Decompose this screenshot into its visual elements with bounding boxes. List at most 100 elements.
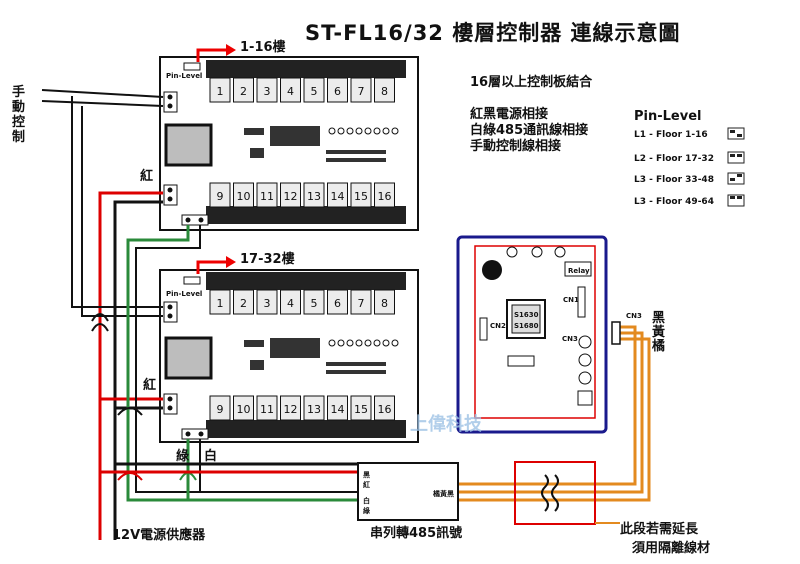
relay-block (374, 289, 395, 315)
converter-port-label-black: 黑 (363, 470, 370, 479)
label-extension-1: 此段若需延長 (620, 521, 699, 537)
dip-switch-icon (183, 62, 201, 71)
relay-number: 6 (334, 297, 341, 310)
relay-block (209, 77, 231, 103)
label-manual-3: 控 (12, 114, 25, 130)
label-power-supply: 12V電源供應器 (112, 527, 206, 543)
relay-block (256, 182, 278, 208)
converter-port-label-red: 紅 (363, 480, 370, 489)
relay-block (209, 289, 231, 315)
relay-number: 2 (240, 297, 247, 310)
relay-number: 7 (358, 85, 365, 98)
relay-number: 3 (264, 297, 271, 310)
label-wire-color-1: 黑 (652, 311, 665, 326)
label-manual-2: 動 (12, 99, 25, 115)
pin-level-table: Pin-Level L1 - Floor 1-16 L2 - Floor 17-… (634, 109, 745, 207)
label-wire-color-2: 黃 (651, 324, 665, 340)
converter-port-label-green: 綠 (363, 506, 371, 515)
floor-range-label-board-2: 17-32樓 (240, 251, 295, 267)
note-power: 紅黑電源相接 (470, 106, 548, 122)
relay-number: 2 (240, 85, 247, 98)
isolation-zone-box (514, 461, 596, 525)
converter-out-label: 橘黃黑 (432, 489, 454, 498)
relay-number: 8 (381, 297, 388, 310)
relay-block (327, 395, 348, 421)
chip-label-2: S1680 (514, 322, 539, 330)
relay-block (327, 182, 348, 208)
chip-label-1: S1630 (514, 311, 539, 319)
relay-number: 4 (287, 85, 294, 98)
relay-block (374, 182, 395, 208)
pin-level-row-1: L1 - Floor 1-16 (634, 130, 708, 140)
relay-number: 15 (354, 190, 368, 203)
elevator-panel-board: Relay S1630 S1680 CN1 CN2 CN3 CN3 (456, 235, 642, 434)
relay-block (350, 289, 372, 315)
cn3-label-ext: CN3 (626, 312, 642, 320)
relay-number: 16 (378, 190, 392, 203)
relay-block (280, 77, 301, 103)
relay-block (209, 182, 231, 208)
page-title: ST-FL16/32 樓層控制器 連線示意圖 (305, 21, 681, 45)
relay-number: 4 (287, 297, 294, 310)
relay-number: 9 (217, 403, 224, 416)
relay-block (327, 77, 348, 103)
relay-block (280, 182, 301, 208)
manual-terminal-icon (163, 91, 178, 113)
break-symbol-icon (541, 474, 549, 512)
power-terminal-icon (163, 184, 178, 206)
relay-number: 8 (381, 85, 388, 98)
manual-terminal-icon (163, 301, 178, 323)
relay-block (374, 395, 395, 421)
relay-number: 16 (378, 403, 392, 416)
relay-block (327, 289, 348, 315)
relay-block (303, 289, 325, 315)
relay-number: 6 (334, 85, 341, 98)
relay-number: 14 (331, 403, 345, 416)
cn2-label: CN2 (490, 322, 506, 330)
relay-block (233, 77, 254, 103)
relay-number: 12 (284, 403, 298, 416)
pin-level-row-2: L2 - Floor 17-32 (634, 154, 714, 164)
ic-chip-icon (270, 338, 320, 358)
relay-block (256, 289, 278, 315)
note-combine: 16層以上控制板結合 (470, 74, 593, 90)
relay-block (374, 77, 395, 103)
relay-block (350, 395, 372, 421)
label-red-wire: 紅 (143, 377, 156, 393)
relay-number: 10 (237, 403, 251, 416)
rs485-terminal-icon (181, 214, 209, 226)
ic-chip-icon (270, 126, 320, 146)
pin-level-row-3: L3 - Floor 33-48 (634, 175, 714, 185)
arrow-icon (196, 260, 226, 274)
relay-number: 1 (217, 85, 224, 98)
dip-switch-icon (183, 276, 201, 285)
relay-number: 14 (331, 190, 345, 203)
label-white-wire: 白 (204, 448, 217, 464)
buzzer-icon (482, 260, 502, 280)
pin-level-heading: Pin-Level (634, 109, 701, 124)
label-green-wire: 綠 (176, 448, 190, 464)
note-manual: 手動控制線相接 (470, 138, 561, 154)
relay-block (233, 182, 254, 208)
label-extension-2: 須用隔離線材 (631, 540, 710, 556)
relay-label: Relay (568, 267, 590, 275)
converter-port-label-white: 白 (363, 496, 370, 505)
relay-block (256, 77, 278, 103)
wiring (41, 89, 651, 540)
relay-number: 11 (260, 190, 274, 203)
watermark-company: 上偉科技 (410, 413, 483, 435)
relay-number: 13 (307, 403, 321, 416)
relay-block (256, 395, 278, 421)
relay-number: 3 (264, 85, 271, 98)
relay-number: 15 (354, 403, 368, 416)
rs485-converter-box (357, 462, 459, 521)
relay-block (303, 182, 325, 208)
relay-block (280, 395, 301, 421)
relay-number: 1 (217, 297, 224, 310)
